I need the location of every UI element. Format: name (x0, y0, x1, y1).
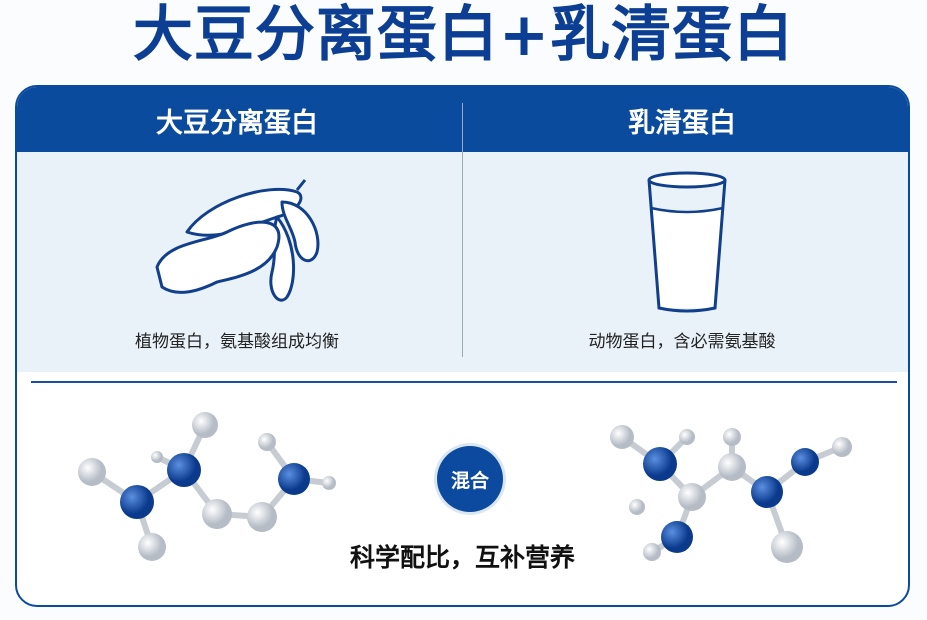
comparison-card: 大豆分离蛋白 乳清蛋白 植物蛋白，氨基酸组成均衡 动物蛋白，含必需氨基酸 混合 … (15, 85, 910, 607)
whey-caption: 动物蛋白，含必需氨基酸 (588, 332, 776, 352)
mix-badge: 混合 (437, 446, 503, 512)
milk-glass-icon (647, 171, 727, 313)
soy-protein-header: 大豆分离蛋白 (156, 108, 318, 139)
soy-caption: 植物蛋白，氨基酸组成均衡 (135, 332, 339, 352)
mix-caption: 科学配比，互补营养 (349, 543, 575, 572)
soybean-pod-icon (155, 179, 320, 302)
molecule-left-icon (78, 412, 336, 561)
molecule-right-icon (610, 425, 852, 563)
page-title: 大豆分离蛋白+乳清蛋白 (132, 0, 795, 70)
section-divider (31, 381, 897, 383)
column-divider (462, 103, 463, 357)
whey-protein-header: 乳清蛋白 (628, 108, 736, 139)
